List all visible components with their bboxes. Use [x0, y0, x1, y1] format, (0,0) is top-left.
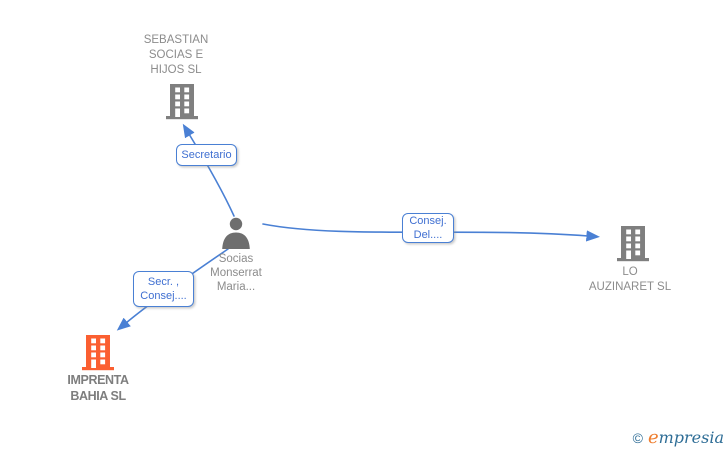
- building-icon[interactable]: [79, 333, 117, 376]
- brand-initial: e: [647, 427, 659, 448]
- company-right-name[interactable]: LO AUZINARET SL: [588, 266, 672, 293]
- company-bottom-left-name[interactable]: IMPRENTA BAHIA SL: [67, 373, 129, 403]
- building-icon[interactable]: [163, 82, 201, 125]
- building-icon[interactable]: [614, 224, 652, 267]
- edge-label-secr-consej: Secr. , Consej....: [133, 271, 194, 307]
- brand-name: empresia: [648, 427, 724, 448]
- edge-person-to-company-top: [182, 123, 235, 217]
- person-name[interactable]: Socias Monserrat Maria...: [210, 253, 262, 293]
- edge-label-secretario: Secretario: [176, 144, 237, 166]
- brand-rest: mpresia: [658, 428, 724, 447]
- person-icon[interactable]: [221, 217, 251, 254]
- copyright-icon: ©: [632, 430, 643, 446]
- empresia-logo[interactable]: © empresia: [633, 427, 724, 448]
- edge-label-consejero-delegado: Consej. Del....: [402, 213, 454, 243]
- company-top-name[interactable]: SEBASTIAN SOCIAS E HIJOS SL: [143, 34, 209, 76]
